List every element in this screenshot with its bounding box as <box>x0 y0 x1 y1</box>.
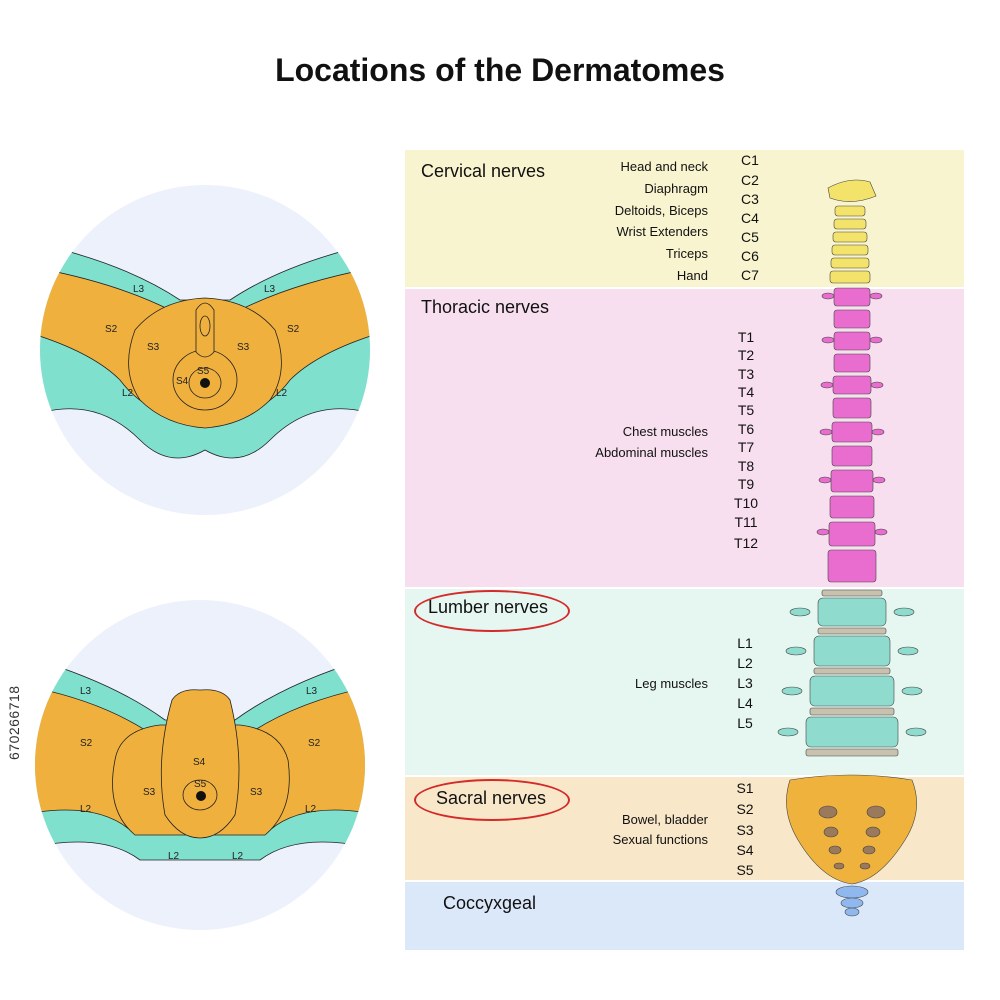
nerve-label: S2 <box>736 801 754 817</box>
bottom-s4-region <box>160 689 240 839</box>
cervical-vertebra <box>831 244 869 256</box>
nerve-label: T12 <box>733 535 759 551</box>
function-label: Bowel, bladder <box>622 812 708 827</box>
nerve-label: T7 <box>737 439 755 455</box>
cervical-vertebra <box>834 205 866 217</box>
sacrum <box>786 774 917 885</box>
nerve-label: C1 <box>741 152 759 168</box>
bottom-anus-mark <box>196 791 206 801</box>
nerve-label: T6 <box>737 421 755 437</box>
bottom-label-s2-right: S2 <box>308 738 321 749</box>
nerve-label: C5 <box>741 229 759 245</box>
coccygeal-title: Coccyxgeal <box>443 893 537 913</box>
cervical-vertebra-1 <box>827 179 877 202</box>
bottom-label-l2-bottom-right: L2 <box>232 851 244 862</box>
function-label: Diaphragm <box>644 181 708 196</box>
nerve-label: S5 <box>736 862 754 878</box>
spine-illustration <box>777 179 927 917</box>
nerve-label: C7 <box>741 267 759 283</box>
page-title: Locations of the Dermatomes <box>275 52 725 88</box>
top-label-s2-right: S2 <box>287 324 300 335</box>
function-label: Triceps <box>665 246 708 261</box>
bottom-label-s3-left: S3 <box>143 787 156 798</box>
bottom-label-l3-left: L3 <box>80 686 92 697</box>
nerve-label: T5 <box>737 402 755 418</box>
cervical-vertebra <box>830 257 870 269</box>
nerve-label: T10 <box>733 495 759 511</box>
top-label-s3-left: S3 <box>147 342 160 353</box>
nerve-label: T4 <box>737 384 755 400</box>
bottom-label-s3-right: S3 <box>250 787 263 798</box>
stock-id-text: 670266718 <box>6 685 22 760</box>
nerve-label: T9 <box>737 476 755 492</box>
nerve-label: C4 <box>741 210 759 226</box>
top-label-s2-left: S2 <box>105 324 118 335</box>
nerve-label: L2 <box>737 655 753 671</box>
nerve-label: C3 <box>741 191 759 207</box>
sacral-highlight-oval <box>414 779 570 821</box>
nerve-label: T3 <box>737 366 755 382</box>
function-label: Deltoids, Biceps <box>614 203 708 218</box>
coccygeal-band <box>405 882 964 950</box>
function-label: Wrist Extenders <box>616 224 708 239</box>
lumbar-vertebrae <box>777 589 927 757</box>
top-label-l2-right: L2 <box>276 388 288 399</box>
top-label-l2-left: L2 <box>122 388 134 399</box>
cervical-vertebra <box>832 231 868 243</box>
cervical-band <box>405 150 964 287</box>
nerve-label: L1 <box>737 635 753 651</box>
bottom-label-l2-bottom-left: L2 <box>168 851 180 862</box>
nerve-label: L5 <box>737 715 753 731</box>
top-label-s5: S5 <box>197 366 210 377</box>
nerve-label: C2 <box>741 172 759 188</box>
bottom-label-s5: S5 <box>194 779 207 790</box>
bottom-label-l3-right: L3 <box>306 686 318 697</box>
bottom-label-l2-right: L2 <box>305 804 317 815</box>
nerve-label: S4 <box>736 842 754 858</box>
thoracic-nerves-title: Thoracic nerves <box>421 297 550 317</box>
top-dermatome-diagram <box>40 185 370 515</box>
bottom-label-s2-left: S2 <box>80 738 93 749</box>
bottom-label-l2-left: L2 <box>80 804 92 815</box>
coccyx <box>835 885 869 917</box>
nerve-label: L4 <box>737 695 753 711</box>
nerve-label: T11 <box>734 514 758 530</box>
bottom-label-s4: S4 <box>193 757 206 768</box>
top-label-s4: S4 <box>176 376 189 387</box>
function-label: Hand <box>676 268 708 283</box>
nerve-label: T1 <box>737 329 755 345</box>
nerve-label: T8 <box>737 458 755 474</box>
top-label-l3-left: L3 <box>133 284 145 295</box>
sacral-foramina <box>818 805 886 870</box>
nerve-label: S3 <box>736 822 754 838</box>
nerve-label: S1 <box>736 780 754 796</box>
thoracic-vertebrae <box>827 287 877 583</box>
function-label: Abdominal muscles <box>595 445 708 460</box>
bottom-dermatome-diagram <box>35 600 365 930</box>
nerve-label: C6 <box>741 248 759 264</box>
nerve-label: L3 <box>737 675 753 691</box>
cervical-vertebra <box>829 270 871 284</box>
function-label: Leg muscles <box>635 676 708 691</box>
cervical-nerves-title: Cervical nerves <box>421 161 546 181</box>
top-label-s3-right: S3 <box>237 342 250 353</box>
nerve-label: T2 <box>737 347 755 363</box>
cervical-vertebra <box>833 218 867 230</box>
top-genital-outline <box>195 302 215 358</box>
function-label: Sexual functions <box>612 832 708 847</box>
thoracic-processes <box>816 292 888 536</box>
function-label: Chest muscles <box>622 424 708 439</box>
lumbar-highlight-oval <box>414 590 570 632</box>
top-anus-mark <box>200 378 210 388</box>
function-label: Head and neck <box>620 159 708 174</box>
top-label-l3-right: L3 <box>264 284 276 295</box>
